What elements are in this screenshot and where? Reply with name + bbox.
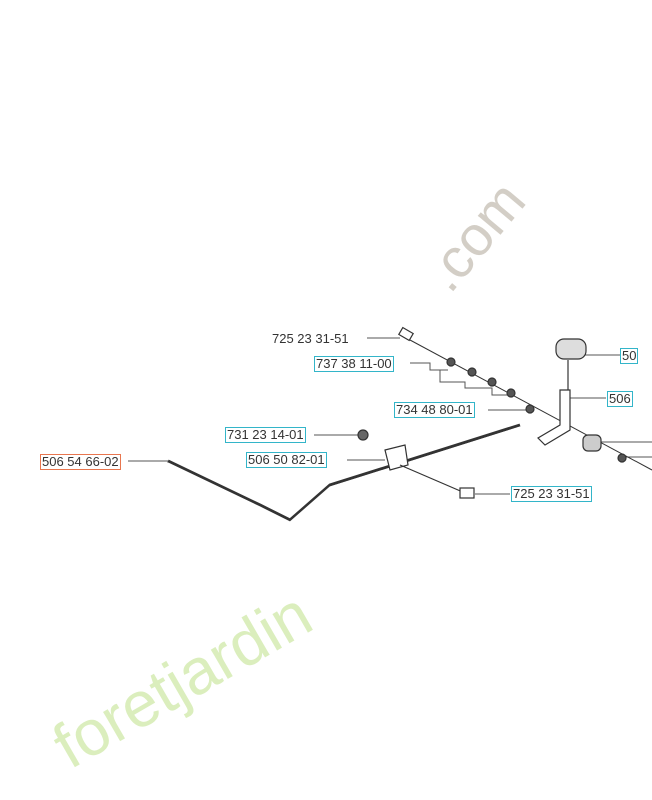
svg-text:foretjardin: foretjardin xyxy=(41,577,323,782)
part-label[interactable]: 737 38 11-00 xyxy=(314,356,394,372)
part-label[interactable]: 734 48 80-01 xyxy=(394,402,475,418)
part-label-selected[interactable]: 506 54 66-02 xyxy=(40,454,121,470)
part-label[interactable]: 731 23 14-01 xyxy=(225,427,306,443)
parts-drawing xyxy=(167,326,652,523)
svg-text:.com: .com xyxy=(411,169,537,302)
part-label[interactable]: 725 23 31-51 xyxy=(272,331,349,346)
leader-lines xyxy=(128,337,652,495)
part-label[interactable]: 506 xyxy=(607,391,633,407)
part-label[interactable]: 725 23 31-51 xyxy=(511,486,592,502)
watermark: foretjardin .com xyxy=(41,169,537,782)
part-label[interactable]: 506 50 82-01 xyxy=(246,452,327,468)
part-label[interactable]: 50 xyxy=(620,348,639,364)
